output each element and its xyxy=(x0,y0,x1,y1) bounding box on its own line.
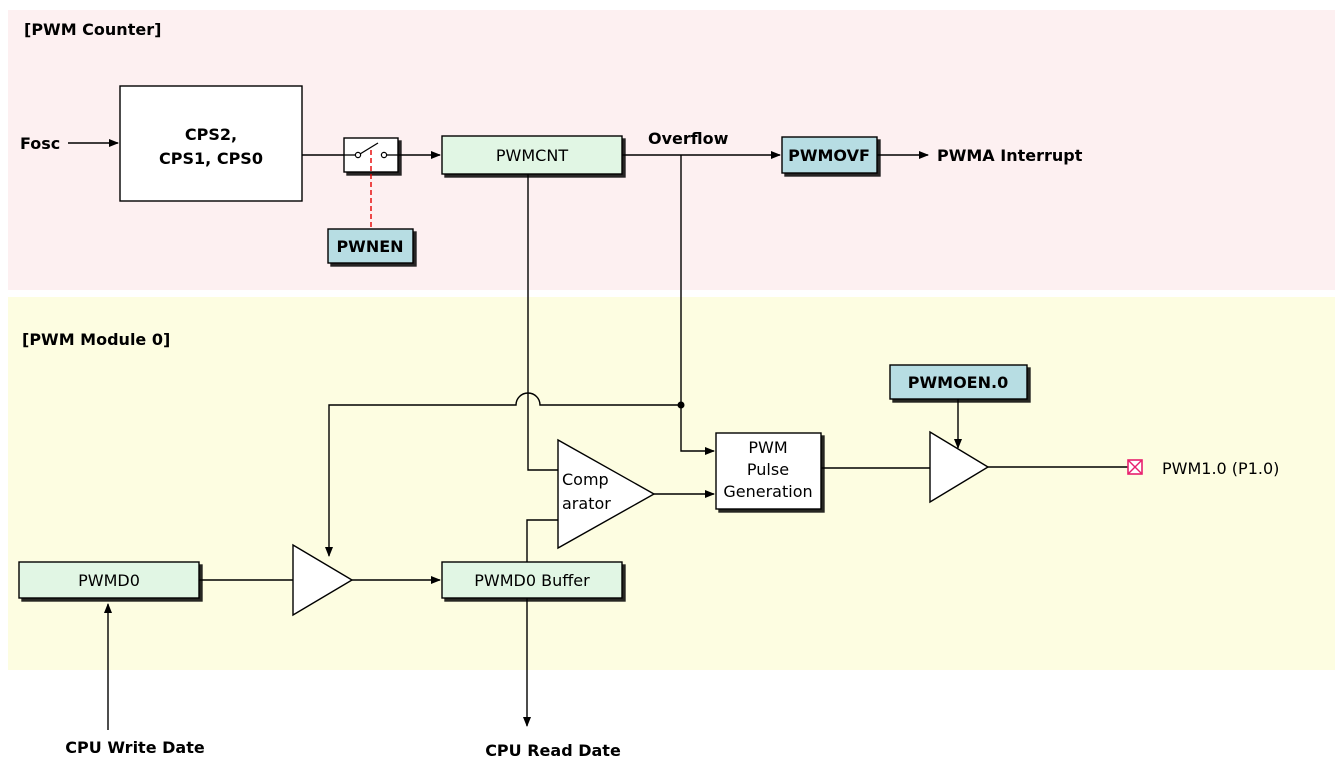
buffer-to-comparator-wire xyxy=(526,519,558,562)
pwmovf-flag xyxy=(781,136,878,174)
comparator-label-line2: arator xyxy=(562,494,611,513)
pulse-generation-block xyxy=(715,432,822,510)
output-pin-icon xyxy=(1127,459,1143,475)
cpu-write-label: CPU Write Date xyxy=(65,738,205,757)
pwnen-label: PWNEN xyxy=(336,237,403,256)
pwmd0-buffer-label: PWMD0 Buffer xyxy=(474,571,590,590)
overflow-to-pulsegen-wire xyxy=(680,155,715,455)
prescaler-label-line1: CPS2, xyxy=(185,125,237,144)
module-section-title: [PWM Module 0] xyxy=(22,330,170,349)
pwmovf-label: PWMOVF xyxy=(788,146,870,165)
prescaler-block xyxy=(119,85,303,202)
comparator xyxy=(557,438,656,550)
comparator-label-line1: Comp xyxy=(562,470,609,489)
output-buffer xyxy=(929,430,990,504)
pwmcnt-register xyxy=(441,135,623,175)
pwm-module-section xyxy=(8,297,1335,670)
pwmcnt-to-comparator-wire xyxy=(527,174,558,471)
pwmd0-buffer-register xyxy=(441,561,623,599)
counter-section-title: [PWM Counter] xyxy=(24,20,161,39)
overflow-label: Overflow xyxy=(648,129,729,148)
pulse-gen-label-line1: PWM xyxy=(748,438,787,457)
prescaler-label-line2: CPS1, CPS0 xyxy=(159,149,263,168)
pulse-gen-label-line2: Pulse xyxy=(747,460,789,479)
pwmcnt-label: PWMCNT xyxy=(496,146,568,165)
fosc-label: Fosc xyxy=(20,134,60,153)
pwmd0-label: PWMD0 xyxy=(78,571,140,590)
pwmoen-label: PWMOEN.0 xyxy=(908,373,1008,392)
reload-control-wire xyxy=(325,392,681,557)
pulse-gen-label-line3: Generation xyxy=(723,482,812,501)
load-buffer xyxy=(292,543,354,617)
output-pin-label: PWM1.0 (P1.0) xyxy=(1162,459,1279,478)
interrupt-label: PWMA Interrupt xyxy=(937,146,1083,165)
cpu-read-label: CPU Read Date xyxy=(485,741,621,760)
pwnen-register xyxy=(327,228,414,264)
